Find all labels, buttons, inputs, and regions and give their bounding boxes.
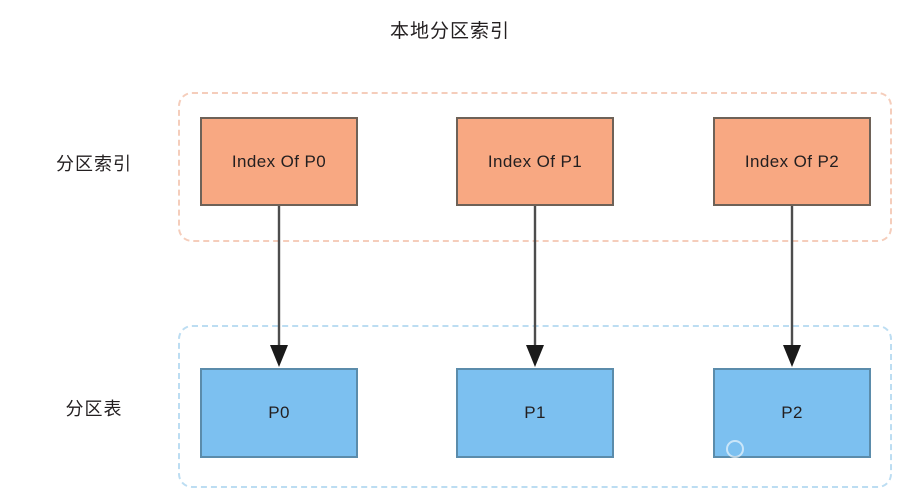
node-index-of-p1[interactable]: Index Of P1 xyxy=(456,117,614,206)
node-partition-p2[interactable]: P2 xyxy=(713,368,871,458)
page-title: 本地分区索引 xyxy=(389,21,510,42)
node-partition-p1[interactable]: P1 xyxy=(456,368,614,458)
node-partition-p0[interactable]: P0 xyxy=(200,368,358,458)
node-index-of-p2[interactable]: Index Of P2 xyxy=(713,117,871,206)
node-index-of-p0[interactable]: Index Of P0 xyxy=(200,117,358,206)
row-label-partition-index: 分区索引 xyxy=(56,154,132,174)
arrow-index-p0-to-p0 xyxy=(270,206,288,367)
arrow-index-p2-to-p2 xyxy=(783,206,801,367)
row-label-partition-table: 分区表 xyxy=(65,399,123,419)
arrow-index-p1-to-p1 xyxy=(526,206,544,367)
